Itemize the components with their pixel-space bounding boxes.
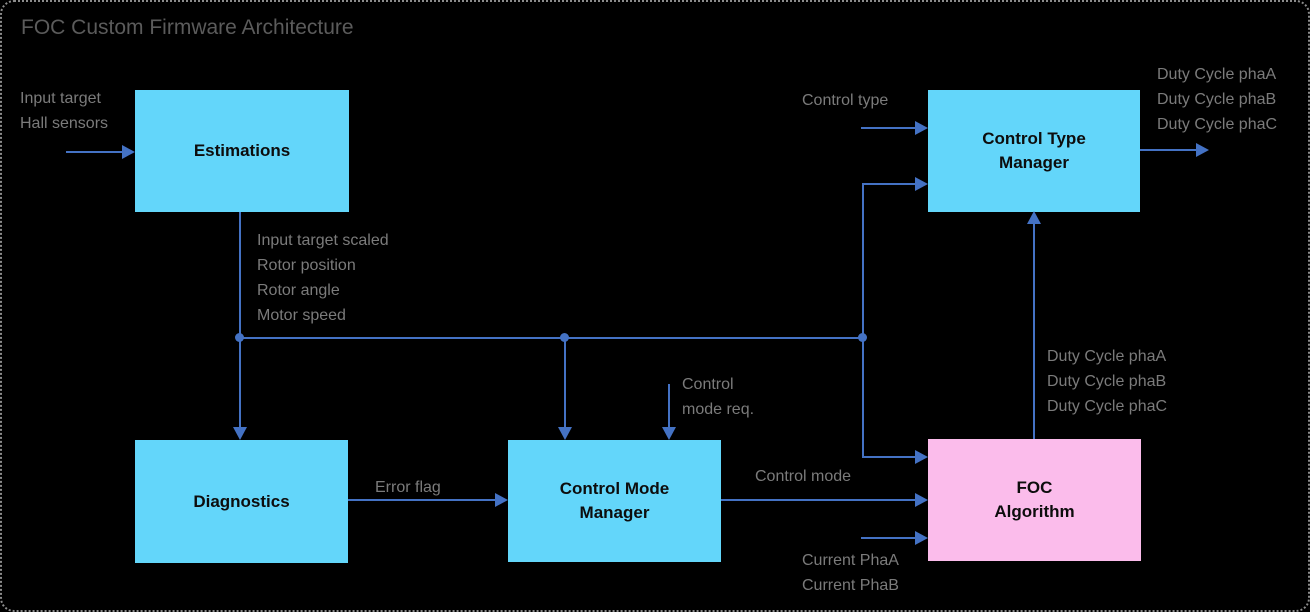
arrowhead-control-mode bbox=[915, 493, 928, 507]
label-duty-cycle-feedback: Duty Cycle phaA Duty Cycle phaB Duty Cyc… bbox=[1047, 348, 1168, 415]
block-label: Control Type bbox=[982, 129, 1086, 148]
label-current-inputs: Current PhaA Current PhaB bbox=[802, 552, 899, 594]
arrowhead-duty-cycle-feedback bbox=[1027, 211, 1041, 224]
arrowhead-control-mode-req bbox=[662, 427, 676, 440]
connector-error-flag bbox=[348, 499, 495, 501]
connector-bus-to-foc-algorithm bbox=[862, 456, 915, 458]
arrowhead-bus-to-diagnostics bbox=[233, 427, 247, 440]
connector-bus-to-control-mode-manager bbox=[564, 338, 566, 427]
connector-duty-cycle-output bbox=[1140, 149, 1197, 151]
block-foc-algorithm: FOC Algorithm bbox=[928, 439, 1141, 561]
junction-dot bbox=[235, 333, 244, 342]
label-duty-cycle-out: Duty Cycle phaA Duty Cycle phaB Duty Cyc… bbox=[1157, 66, 1278, 133]
label-control-type: Control type bbox=[802, 92, 889, 109]
block-diagnostics: Diagnostics bbox=[135, 440, 348, 563]
arrowhead-duty-cycle-output bbox=[1196, 143, 1209, 157]
label-control-mode-req: Control mode req. bbox=[682, 376, 755, 418]
connector-control-mode-req bbox=[668, 384, 670, 427]
connector-bus-riser bbox=[862, 183, 864, 457]
block-label: Manager bbox=[579, 503, 650, 522]
block-control-mode-manager: Control Mode Manager bbox=[508, 440, 721, 562]
connector-current-input bbox=[861, 537, 915, 539]
block-label: Manager bbox=[999, 153, 1069, 172]
block-control-type-manager: Control Type Manager bbox=[928, 90, 1140, 212]
label-control-mode: Control mode bbox=[755, 468, 852, 485]
junction-dot bbox=[560, 333, 569, 342]
connector-duty-cycle-feedback bbox=[1033, 223, 1035, 439]
block-label: FOC bbox=[1016, 478, 1053, 497]
arrowhead-control-type-input bbox=[915, 121, 928, 135]
connector-bus-to-diagnostics bbox=[239, 338, 241, 427]
block-label: Diagnostics bbox=[193, 491, 290, 511]
arrowhead-error-flag bbox=[495, 493, 508, 507]
connector-bus bbox=[239, 337, 864, 339]
arrowhead-bus-to-control-mode-manager bbox=[558, 427, 572, 440]
diagram-title: FOC Custom Firmware Architecture bbox=[21, 16, 354, 39]
connector-estimations-down bbox=[239, 212, 241, 339]
connector-control-type-input bbox=[861, 127, 915, 129]
arrowhead-bus-to-control-type-manager bbox=[915, 177, 928, 191]
label-input-signals: Input target Hall sensors bbox=[20, 90, 109, 132]
label-estimation-outputs: Input target scaled Rotor position Rotor… bbox=[257, 232, 389, 324]
arrowhead-current-input bbox=[915, 531, 928, 545]
block-label: Algorithm bbox=[994, 502, 1075, 521]
arrowhead-input-to-estimations bbox=[122, 145, 135, 159]
connector-control-mode bbox=[721, 499, 915, 501]
block-label: Estimations bbox=[193, 141, 291, 160]
connector-bus-to-control-type-manager bbox=[862, 183, 915, 185]
connector-input-to-estimations bbox=[66, 151, 123, 153]
block-label: Control Mode bbox=[559, 479, 670, 498]
arrowhead-bus-to-foc-algorithm bbox=[915, 450, 928, 464]
label-error-flag: Error flag bbox=[375, 479, 441, 496]
block-estimations: Estimations bbox=[135, 90, 349, 212]
